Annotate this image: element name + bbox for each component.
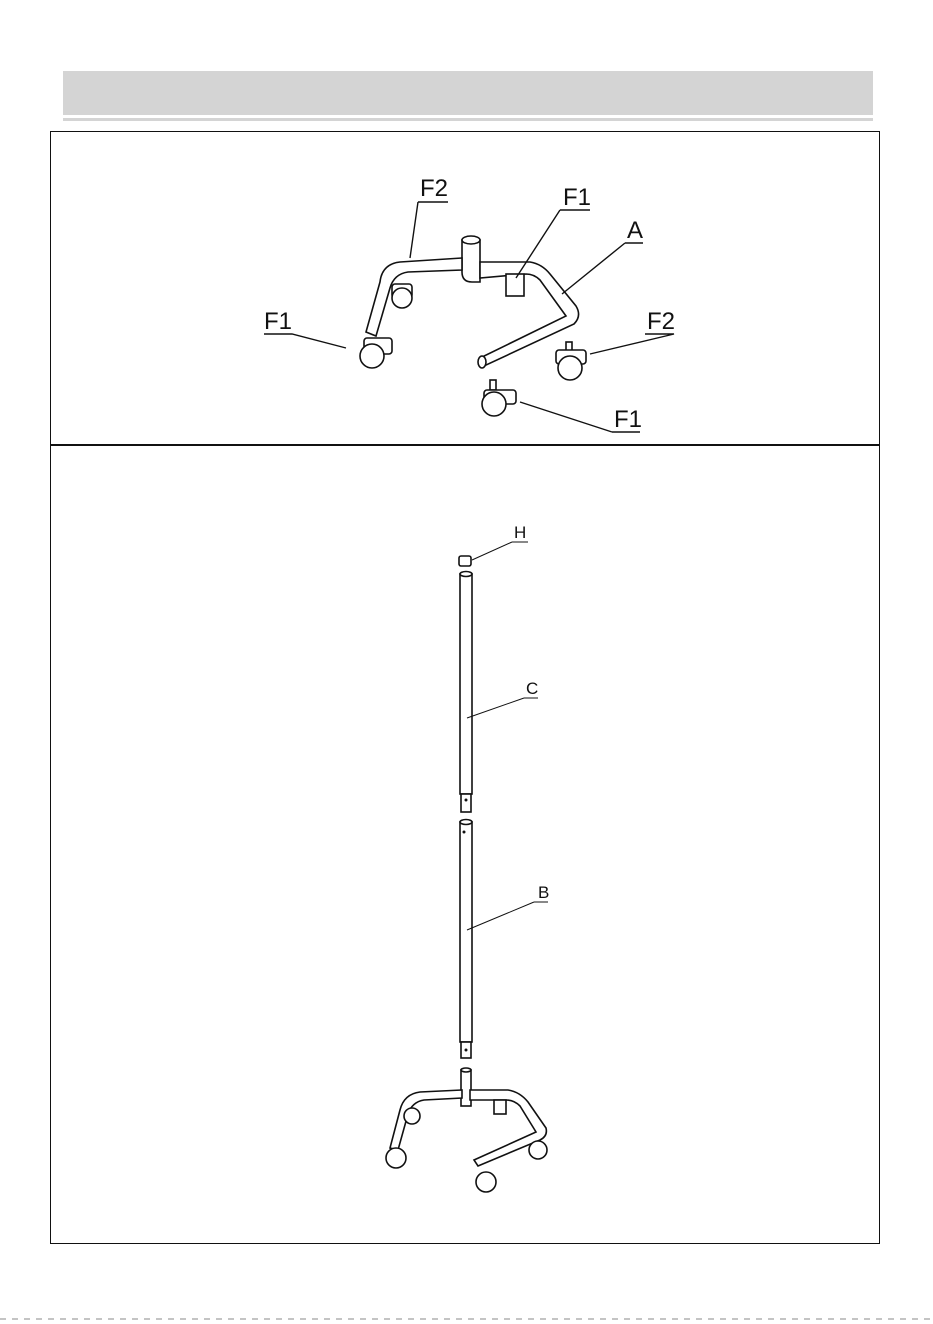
label-F1-top: F1	[563, 184, 591, 211]
base-post-top	[462, 236, 480, 244]
tube-C-hole	[465, 799, 468, 802]
caster-small-2	[386, 1148, 406, 1168]
leader-H	[472, 542, 528, 560]
label-B: B	[538, 883, 549, 902]
leader-F1-left	[264, 334, 346, 348]
leader-B	[467, 902, 548, 930]
base-small-left-arm	[390, 1090, 462, 1150]
base-center-post	[462, 240, 480, 282]
caster-left-bottom	[360, 338, 392, 368]
caster-bottom	[482, 380, 516, 416]
page-footer-edge	[0, 1318, 933, 1320]
label-F2-left: F2	[420, 175, 448, 202]
leader-A	[562, 243, 643, 294]
caster-small-3	[529, 1141, 547, 1159]
caster-right	[556, 342, 586, 380]
base-bracket	[506, 274, 524, 296]
label-C: C	[526, 679, 538, 698]
base-frame-exploded	[360, 236, 586, 416]
step-2-leaders	[467, 542, 548, 930]
tube-B-hole	[463, 831, 466, 834]
caster-left-top	[392, 284, 412, 308]
tube-C	[460, 574, 472, 794]
caster-small-1	[404, 1108, 420, 1124]
tube-C-top	[460, 572, 472, 577]
label-H: H	[514, 523, 526, 542]
label-F1-left: F1	[264, 308, 292, 335]
label-F1-bottom: F1	[614, 406, 642, 433]
leader-F2-left	[410, 202, 448, 258]
label-F2-right: F2	[647, 308, 675, 335]
tube-B-hole-lower	[465, 1049, 468, 1052]
base-right-arm-end	[478, 356, 486, 368]
pole-assembly	[386, 556, 547, 1192]
leader-C	[467, 698, 538, 718]
base-small-bracket	[494, 1100, 506, 1114]
tube-C-insert	[461, 794, 471, 812]
tube-B	[460, 822, 472, 1042]
cap-H	[459, 556, 471, 566]
caster-small-4	[476, 1172, 496, 1192]
base-post-small-top	[461, 1068, 471, 1072]
tube-B-top	[460, 820, 472, 825]
base-left-arm	[366, 258, 462, 336]
leader-F2-right	[590, 334, 674, 354]
label-A: A	[627, 217, 643, 244]
